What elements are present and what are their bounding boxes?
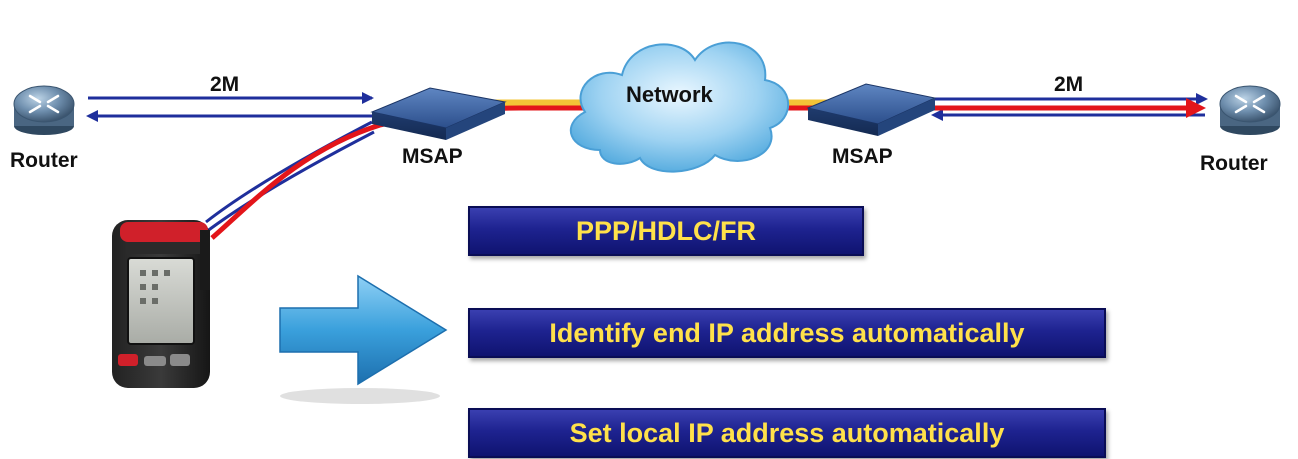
router-left-label: Router [10, 149, 78, 172]
right-rate-label: 2M [1054, 73, 1084, 96]
msap-icon [806, 83, 937, 136]
network-cloud-icon [569, 41, 790, 173]
right-arrow-icon [279, 274, 448, 404]
router-icon [13, 85, 75, 135]
tester-device-icon [112, 220, 210, 388]
set-local-ip-banner: Set local IP address automatically [468, 408, 1106, 458]
left-2m-link [86, 92, 374, 122]
network-label: Network [626, 82, 713, 107]
protocol-banner: PPP/HDLC/FR [468, 206, 864, 256]
msap-left-label: MSAP [402, 145, 463, 168]
signal-arrowhead [1186, 98, 1206, 118]
left-rate-label: 2M [210, 73, 240, 96]
msap-right-label: MSAP [832, 145, 893, 168]
router-right-label: Router [1200, 152, 1268, 175]
router-icon [1219, 85, 1281, 135]
identify-ip-banner: Identify end IP address automatically [468, 308, 1106, 358]
msap-icon [370, 87, 507, 140]
right-2m-link [930, 93, 1208, 121]
